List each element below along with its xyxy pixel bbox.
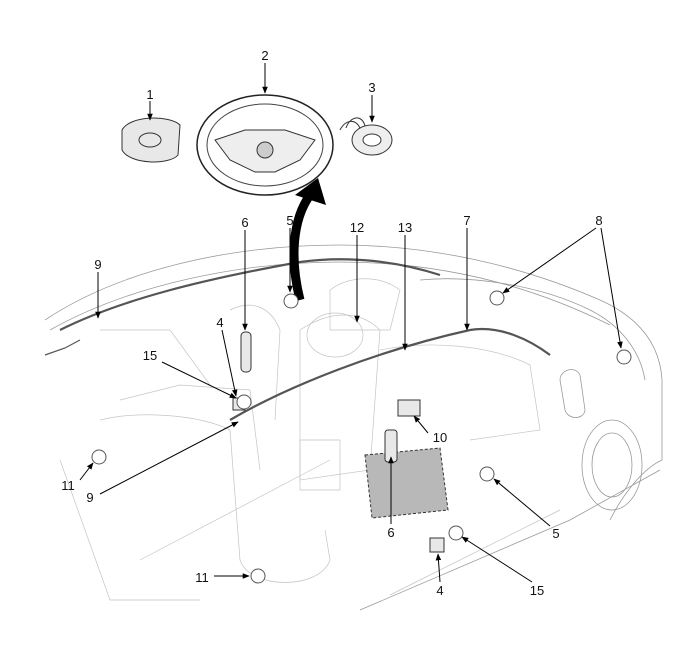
callout-5-upper: 5 <box>286 213 293 228</box>
callout-10: 10 <box>433 430 447 445</box>
callout-9-upper: 9 <box>94 257 101 272</box>
callout-3: 3 <box>368 80 375 95</box>
passenger-seat-sensor-mat <box>364 447 449 519</box>
callout-6-upper: 6 <box>241 215 248 230</box>
curtain-airbag-module <box>59 258 441 331</box>
callout-11-left: 11 <box>61 478 75 493</box>
curtain-airbag-module <box>229 327 551 421</box>
steering-wheel <box>196 94 334 196</box>
callout-15-lower: 15 <box>530 583 544 598</box>
callout-6-lower: 6 <box>387 525 394 540</box>
clock-spring <box>339 117 393 156</box>
callout-9-lower: 9 <box>86 490 93 505</box>
callout-5-lower: 5 <box>552 526 559 541</box>
callout-12: 12 <box>350 220 364 235</box>
callout-4-upper: 4 <box>216 315 223 330</box>
leader-lines <box>79 63 623 583</box>
driver-airbag-module <box>121 117 181 163</box>
curved-arrow <box>289 192 314 302</box>
callout-2: 2 <box>261 48 268 63</box>
location-spots <box>91 290 632 584</box>
callout-7: 7 <box>463 213 470 228</box>
callout-8: 8 <box>595 213 602 228</box>
callout-13: 13 <box>398 220 412 235</box>
sensor-4-lower <box>429 537 445 553</box>
callout-15-upper: 15 <box>143 348 157 363</box>
callout-labels: 1 2 3 4 5 6 7 8 9 12 13 15 11 9 10 6 5 4… <box>61 48 602 598</box>
callout-11-lower: 11 <box>195 570 209 585</box>
callout-1: 1 <box>146 87 153 102</box>
side-airbag-module <box>240 331 252 373</box>
callout-4-lower: 4 <box>436 583 443 598</box>
srs-control-module <box>397 399 421 417</box>
